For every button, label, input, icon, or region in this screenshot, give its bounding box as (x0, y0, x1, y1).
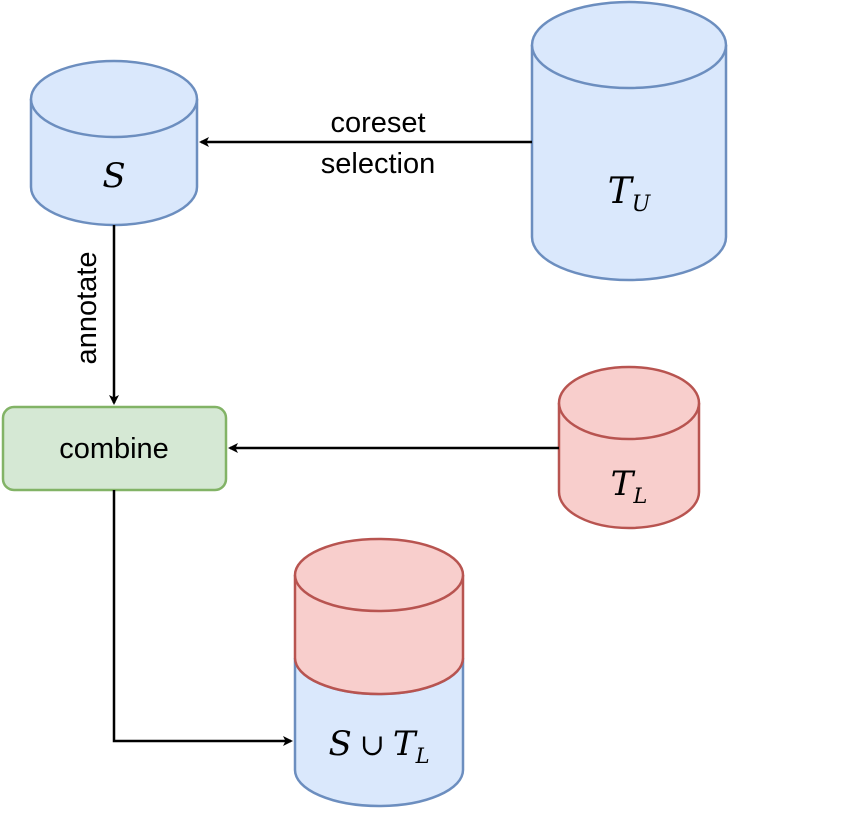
edge-annotate-label: annotate (71, 252, 103, 365)
edge-coreset-label-line1: coreset (330, 107, 425, 139)
edge-coreset-label-line2: selection (321, 148, 435, 180)
dataset-tu-symbol: T (608, 171, 635, 212)
dataset-tl-cylinder: TL (557, 365, 701, 530)
dataset-tu-top (530, 0, 728, 90)
dataset-s-cylinder: S (29, 59, 199, 227)
dataset-tu-subscript: U (632, 192, 652, 217)
edge-combine-union-line (112, 490, 293, 746)
dataset-s-label: S (102, 156, 125, 196)
edge-combine-to-union (112, 490, 293, 746)
dataset-s-top (29, 59, 199, 139)
dataset-union-left: S (328, 724, 351, 764)
dataset-tu-body (530, 45, 728, 282)
dataset-tl-top (557, 365, 701, 441)
edge-annotate: annotate (71, 225, 119, 405)
dataset-tl-label: TL (611, 464, 648, 508)
dataset-union-operator: ∪ (360, 728, 385, 763)
dataset-union-symbol: T (393, 724, 418, 764)
dataset-union-top (293, 537, 465, 613)
dataset-union-label: S ∪TL (328, 724, 429, 768)
combine-node: combine (1, 405, 228, 492)
dataset-tl-subscript: L (632, 484, 647, 508)
dataset-tu-cylinder: TU (530, 0, 728, 282)
dataset-union-subscript: L (415, 744, 430, 768)
edge-coreset-selection: coreset selection (199, 107, 532, 180)
dataset-tu-label: TU (608, 171, 652, 217)
combine-label: combine (59, 433, 169, 465)
dataset-tl-symbol: T (611, 464, 636, 504)
dataset-union-cylinder: S ∪TL (293, 537, 465, 808)
